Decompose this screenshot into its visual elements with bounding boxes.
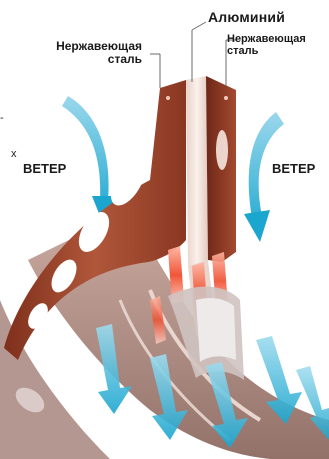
label-wind-right: ВЕТЕР — [272, 162, 315, 176]
edge-text-fragment-2: х — [11, 148, 17, 160]
edge-text-fragment-1: - — [0, 112, 4, 124]
label-stainless-left: Нержавеющая сталь — [32, 40, 142, 65]
label-aluminum: Алюминий — [208, 10, 285, 25]
label-stainless-right-line1: Нержавеющая — [227, 34, 327, 46]
label-stainless-right: Нержавеющая сталь — [227, 34, 327, 57]
label-stainless-left-line1: Нержавеющая — [32, 40, 142, 53]
label-stainless-right-line2: сталь — [227, 46, 327, 58]
stainless-plate-right — [206, 76, 236, 262]
wind-arrow-right — [244, 112, 284, 242]
label-wind-left: ВЕТЕР — [23, 162, 66, 176]
leader-lines — [150, 22, 236, 88]
label-stainless-left-line2: сталь — [32, 53, 142, 66]
